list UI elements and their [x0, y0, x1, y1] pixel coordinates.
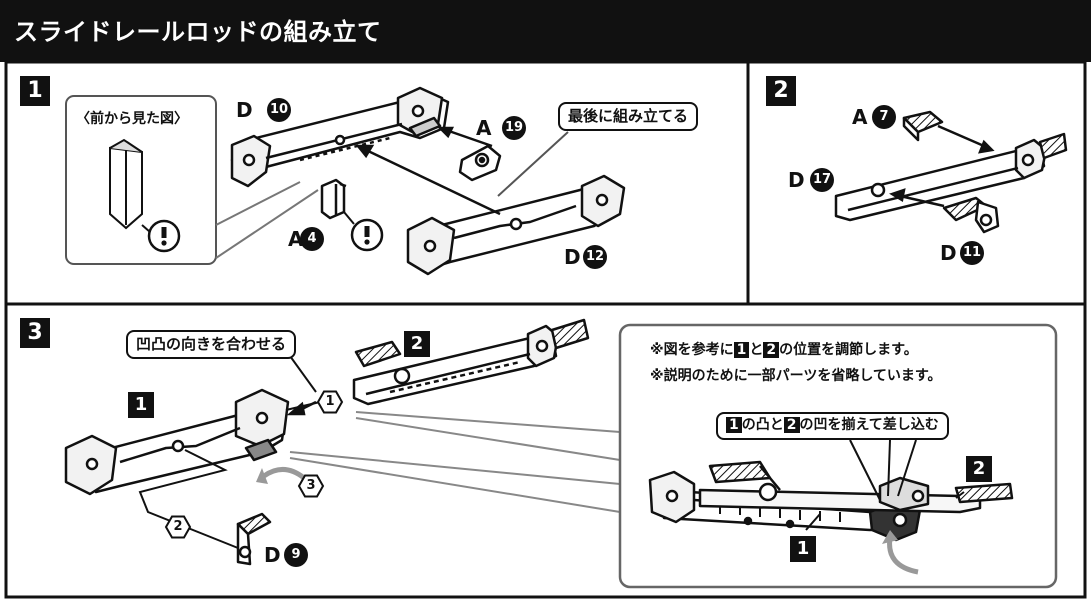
front-view-title: 〈前から見た図〉 [76, 111, 188, 127]
inset-callout-pointers [805, 439, 965, 531]
part-d9-number: 9 [284, 543, 308, 567]
step3-assembly-1 [64, 388, 290, 496]
badge-d11 [960, 241, 984, 265]
part-a4-clip [320, 178, 346, 220]
order-1-label: 1 [325, 394, 335, 409]
page-title: スライドレールロッドの組み立て [14, 18, 382, 46]
part-a7-piece [902, 110, 944, 142]
panel-3-frame [4, 302, 1087, 599]
sub-assembly-2-badge: 2 [404, 331, 430, 357]
note-1-ref-2: 2 [763, 342, 780, 358]
part-d11-number: 11 [962, 245, 982, 260]
step3-assembly-2 [352, 318, 590, 406]
part-d12-number: 12 [585, 249, 605, 264]
rotation-arrow [262, 467, 306, 481]
part-d9-letter: D [264, 543, 281, 567]
assemble-last-callout: 最後に組み立てる [558, 102, 699, 131]
part-d17-letter: D [788, 168, 805, 192]
step-1-badge: 1 [20, 76, 50, 106]
part-d10-rail [230, 86, 450, 188]
part-a7-letter: A [852, 105, 868, 129]
part-d9-piece [236, 512, 272, 566]
part-d11-letter: D [940, 241, 957, 265]
inset-label-2: 2 [966, 456, 992, 482]
badge-d12 [583, 245, 607, 269]
note-1-prefix: ※図を参考に [650, 342, 734, 358]
part-d11-bracket [942, 196, 1000, 234]
inset-rotation-arrow [887, 537, 919, 575]
part-a19-clip [458, 144, 502, 182]
part-a19-letter: A [476, 116, 492, 140]
align-callout: 凹凸の向きを合わせる [126, 330, 297, 359]
panel-2-arrows [889, 124, 995, 208]
inset-callout-ref-1: 1 [726, 417, 742, 433]
part-d12-letter: D [564, 245, 581, 269]
part-d10-letter: D [236, 98, 253, 122]
part-d12-rail [406, 174, 626, 276]
part-a19-number: 19 [504, 120, 524, 135]
part-d17-rail [834, 132, 1068, 222]
inset-callout-part2: の凹を揃えて差し込む [799, 417, 939, 433]
badge-a7 [872, 105, 896, 129]
order-2-label: 2 [173, 519, 183, 534]
note-1-ref-1: 1 [733, 342, 750, 358]
step3-arrows [286, 400, 317, 416]
order-3-label: 3 [306, 478, 316, 493]
front-view-caution-icon [147, 219, 181, 253]
part-a7-number: 7 [879, 109, 889, 124]
part-d17-number: 17 [812, 172, 832, 187]
badge-d17 [810, 168, 834, 192]
sub-assembly-1-badge: 1 [128, 392, 154, 418]
inset-label-1: 1 [790, 536, 816, 562]
title-bar [0, 0, 1091, 62]
inset-note-2: ※説明のために一部パーツを省略しています。 [650, 368, 942, 384]
a4-caution-icon [350, 218, 384, 252]
zoom-guide-lines [289, 411, 621, 513]
part-d10-number: 10 [269, 102, 289, 117]
panel-1-arrows [339, 126, 501, 216]
part-a4-letter: A [288, 227, 304, 251]
front-view-part-illustration [109, 138, 143, 230]
inset-callout-part1: の凸と [741, 417, 784, 433]
part-a4-number: 4 [307, 231, 317, 246]
badge-d10 [267, 98, 291, 122]
note-1-conjunction: と [749, 342, 764, 358]
inset-callout-ref-2: 2 [783, 417, 800, 433]
badge-a4 [300, 227, 324, 251]
badge-a19 [502, 116, 526, 140]
note-1-suffix: の位置を調節します。 [779, 342, 918, 358]
step-2-badge: 2 [766, 76, 796, 106]
step-3-badge: 3 [20, 318, 50, 348]
